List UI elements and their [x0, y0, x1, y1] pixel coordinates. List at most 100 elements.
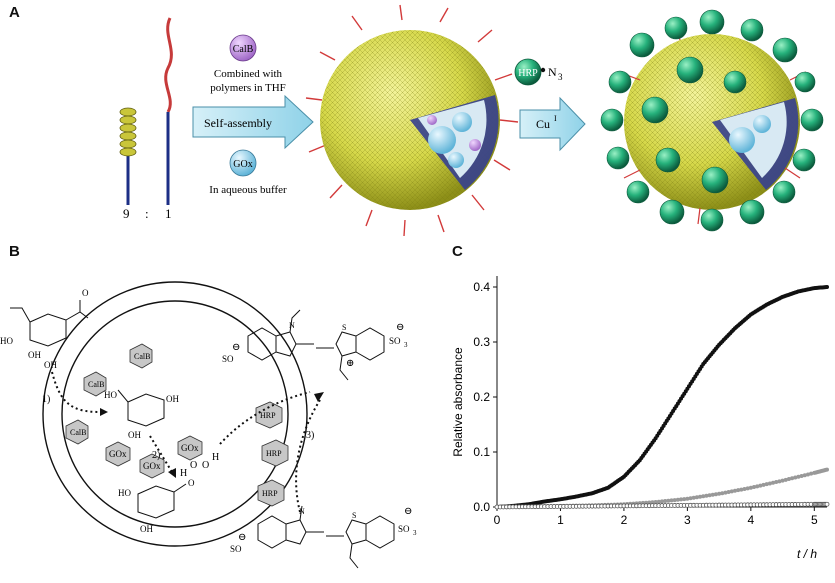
y-axis-label: Relative absorbance — [452, 347, 465, 457]
series-2-point — [767, 481, 772, 486]
glucose-structure — [117, 389, 165, 427]
series-2-point — [786, 477, 791, 482]
o-label-2: O — [190, 460, 197, 471]
calb-label-2: CalB — [88, 380, 104, 389]
series-2-point — [726, 489, 731, 494]
functional-polymer-icon — [164, 17, 173, 205]
gluconolactone-structure — [137, 483, 187, 519]
gox-icon — [139, 453, 165, 479]
minus-label-1: ⊖ — [232, 342, 240, 353]
series-2-point — [707, 493, 712, 498]
series-2-point — [685, 496, 690, 501]
series-2-point — [698, 494, 703, 499]
series-2-point — [764, 482, 769, 487]
step1-label: 1) — [42, 394, 50, 405]
series-2-point — [793, 475, 798, 480]
series-2-point — [723, 490, 728, 495]
series-2-point — [717, 491, 722, 496]
o-label-1: O — [82, 288, 89, 298]
ratio-right: 1 — [165, 206, 172, 221]
y-tick-label: 0.0 — [473, 500, 490, 514]
o-label-3: O — [202, 460, 209, 471]
glucose-acetate-structure — [10, 300, 89, 347]
gox-label-1: GOx — [109, 449, 127, 459]
series-2-point — [647, 500, 652, 505]
series-2-point — [771, 480, 776, 485]
series-2-point — [710, 492, 715, 497]
series-2-point — [736, 488, 741, 493]
sulfonate-sub-2: 3 — [404, 341, 408, 349]
series-2-point — [761, 482, 766, 487]
minus-label-2: ⊖ — [396, 322, 404, 333]
series-3-point — [824, 501, 830, 507]
hrp-label-2: HRP — [266, 449, 282, 458]
cu-label: Cu — [536, 117, 550, 131]
hrp-membrane-icon — [261, 439, 289, 467]
gox-label: GOx — [233, 159, 252, 170]
self-assembly-arrow — [192, 94, 314, 150]
hrp-membrane-icon — [255, 401, 283, 429]
series-2-point — [713, 492, 718, 497]
hrp-label: HRP — [518, 68, 538, 79]
calb-label-1: CalB — [70, 428, 86, 437]
series-2-point — [732, 488, 737, 493]
series-2-point — [755, 484, 760, 489]
o-label-4: O — [188, 478, 195, 488]
series-2-point — [758, 483, 763, 488]
combined-line2: polymers in THF — [210, 82, 286, 94]
s-label-1: S — [342, 323, 346, 332]
ratio-left: 9 — [123, 206, 130, 221]
azide-label: N — [548, 65, 557, 79]
series-2-point — [675, 497, 680, 502]
series-2-point — [809, 471, 814, 476]
series-2-point — [777, 479, 782, 484]
sulfonate-label-3: SO — [230, 544, 242, 554]
panel-label-c: C — [452, 243, 463, 260]
series-2-point — [805, 472, 810, 477]
gox-icon — [177, 435, 203, 461]
step2-label: 2) — [152, 450, 160, 461]
gox-label-3: GOx — [181, 443, 199, 453]
h-label-1: H — [180, 468, 187, 479]
series-2-point — [650, 500, 655, 505]
aqueous-label: In aqueous buffer — [209, 184, 287, 196]
series-2-point — [742, 486, 747, 491]
series-2-point — [688, 496, 693, 501]
series-2-point — [748, 485, 753, 490]
n-label-2: N — [299, 507, 305, 516]
outer-membrane — [42, 281, 308, 547]
series-2-point — [666, 498, 671, 503]
series-2-point — [701, 494, 706, 499]
sulfonate-label-2: SO — [389, 336, 401, 346]
step1-arrow — [51, 371, 101, 413]
panel-label-b: B — [9, 243, 20, 260]
minus-label-3: ⊖ — [238, 532, 246, 543]
x-tick-label: 0 — [494, 513, 501, 527]
block-copolymer-icon — [119, 107, 137, 205]
series-2-point — [679, 497, 684, 502]
series-2-point — [669, 498, 674, 503]
gox-label-2: GOx — [143, 461, 161, 471]
x-tick-label: 4 — [748, 513, 755, 527]
panel-a-scheme: 9 : 1 CalB Combined with polymers in THF… — [119, 4, 824, 237]
hrp-label-1: HRP — [260, 411, 276, 420]
series-2-point — [682, 497, 687, 502]
series-2-point — [774, 480, 779, 485]
series-2-point — [653, 500, 658, 505]
sulfonate-label-4: SO — [398, 524, 410, 534]
oh-label-5: OH — [140, 524, 153, 534]
calb-membrane-icon — [83, 371, 107, 397]
y-tick-label: 0.2 — [473, 390, 490, 404]
series-2-point — [691, 495, 696, 500]
series-2-point — [704, 493, 709, 498]
step3-label: 3) — [306, 430, 314, 441]
x-tick-label: 1 — [557, 513, 564, 527]
y-tick-label: 0.1 — [473, 445, 490, 459]
azide-subscript: 3 — [558, 72, 563, 82]
gox-enzyme-icon — [229, 149, 257, 177]
calb-label: CalB — [233, 44, 254, 55]
x-axis-label: t / h — [797, 547, 817, 561]
series-2-point — [672, 498, 677, 503]
combined-line1: Combined with — [214, 68, 283, 80]
series-2-point — [752, 485, 757, 490]
